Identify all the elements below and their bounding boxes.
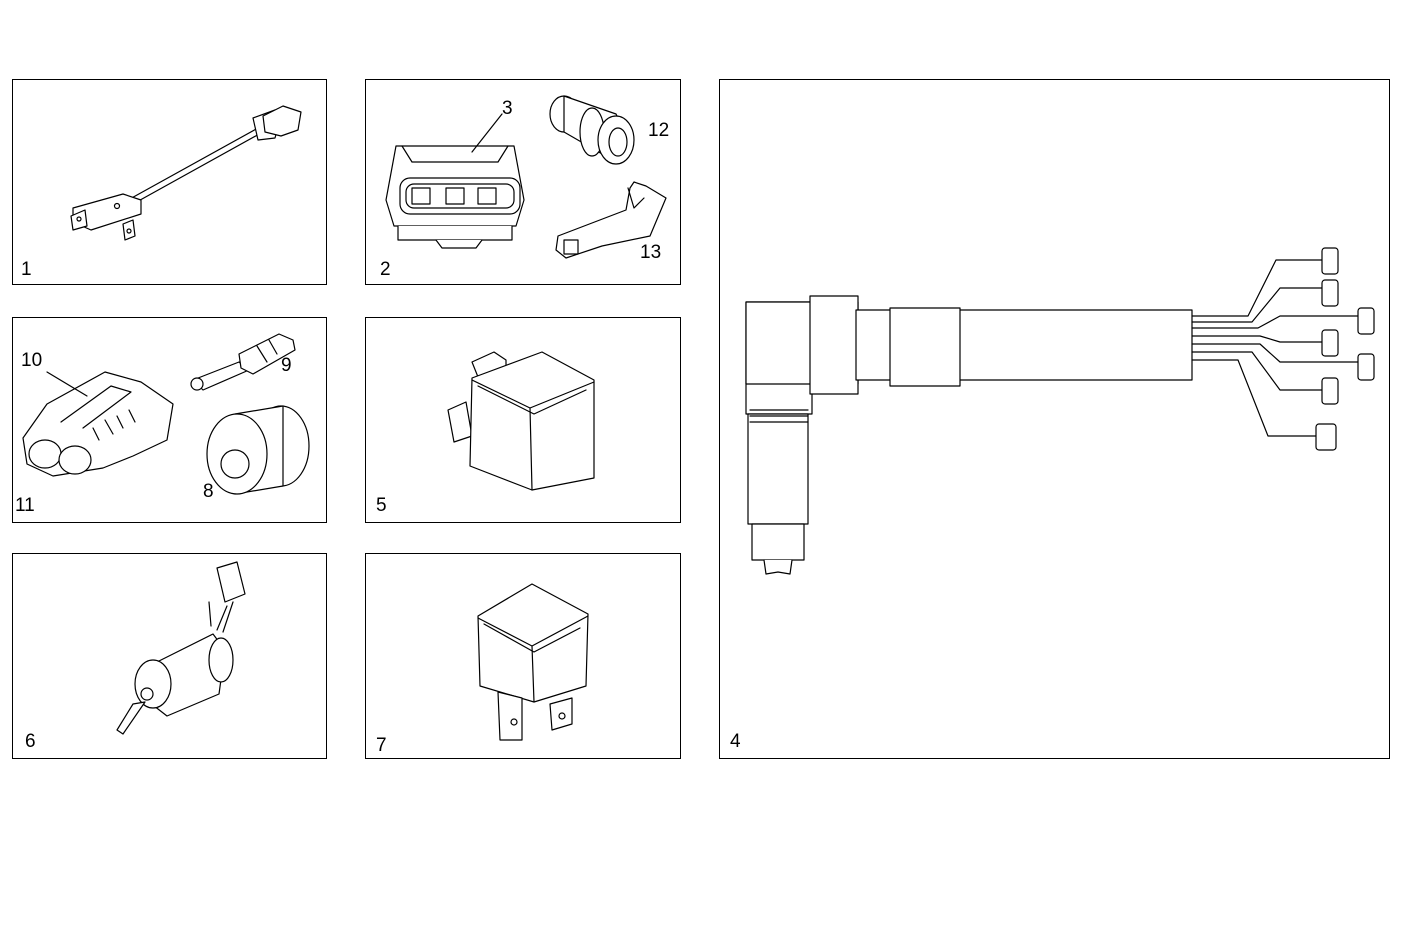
- part-label-7: 7: [376, 735, 387, 756]
- blade-terminal-icon: [190, 333, 296, 391]
- panel-part-4: 4: [719, 79, 1390, 759]
- part-label-13: 13: [640, 242, 662, 263]
- two-way-connector-icon: [22, 333, 310, 495]
- part-label-6: 6: [25, 731, 36, 752]
- panel-part-6: 6: [12, 553, 327, 759]
- panel-part-5: 5: [365, 317, 681, 523]
- part-label-9: 9: [281, 355, 292, 376]
- part-label-2: 2: [380, 259, 391, 280]
- grommet-icon: [206, 405, 310, 495]
- crimp-terminal-icon: [555, 181, 667, 259]
- part-label-10: 10: [21, 350, 43, 371]
- part-label-12: 12: [648, 120, 670, 141]
- sensor-with-cable-icon: [70, 105, 302, 241]
- part-label-4: 4: [730, 731, 741, 752]
- panel-part-1: 1: [12, 79, 327, 285]
- three-pin-connector-icon: [385, 95, 667, 259]
- part-label-3: 3: [502, 98, 513, 119]
- panel-part-2: 2 3 12 13: [365, 79, 681, 285]
- relay-with-mounting-tab-icon: [447, 351, 595, 491]
- part-label-5: 5: [376, 495, 387, 516]
- panel-part-11: 10 9 11 8: [12, 317, 327, 523]
- solenoid-switch-icon: [116, 561, 246, 735]
- wiring-harness-icon: [745, 247, 1375, 575]
- rubber-seal-icon: [549, 95, 635, 165]
- part-label-8: 8: [203, 481, 214, 502]
- panel-part-7: 7: [365, 553, 681, 759]
- relay-icon: [477, 583, 589, 741]
- part-label-1: 1: [21, 259, 32, 280]
- part-label-11: 11: [15, 495, 35, 516]
